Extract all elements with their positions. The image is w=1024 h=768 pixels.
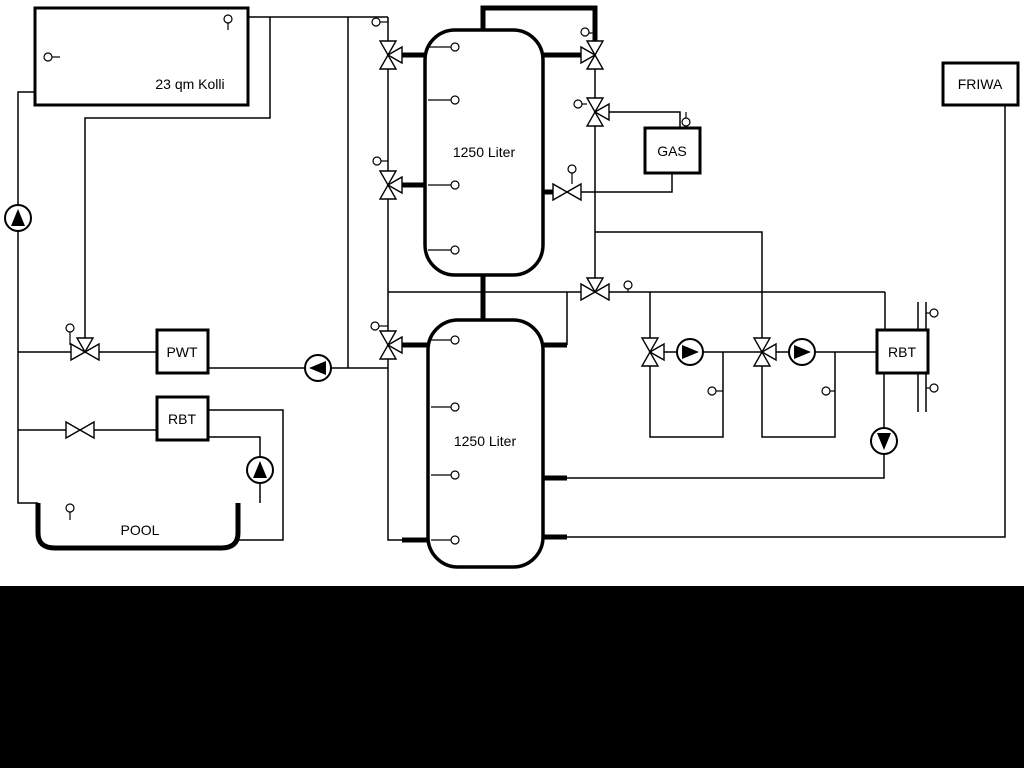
three-way-valve-icon (378, 170, 403, 200)
collector-label: 23 qm Kolli (155, 76, 224, 92)
sensor-icon (65, 323, 75, 345)
sensor-icon (428, 95, 460, 105)
valves (65, 40, 777, 440)
sensor-icon (926, 383, 939, 393)
hydraulic-schematic: 23 qm Kolli 1250 Liter 1250 Liter GAS FR… (0, 0, 1024, 586)
sensor-icon (623, 280, 633, 292)
pump-icon (304, 354, 332, 382)
gas-boiler-box: GAS (643, 126, 702, 175)
pump-icon (4, 204, 32, 232)
sensor-icon (580, 27, 595, 37)
sensor-icon (926, 308, 939, 318)
pwt-box: PWT (155, 328, 210, 375)
three-way-valve-icon (378, 330, 403, 360)
pool-shape: POOL (35, 503, 241, 551)
sensor-icon (431, 335, 460, 345)
pump-icon (676, 338, 704, 366)
sensor-icon (431, 535, 460, 545)
buffer-tank-top-label: 1250 Liter (453, 144, 516, 160)
two-way-valve-icon (65, 420, 95, 440)
sensor-icon (372, 156, 388, 166)
pwt-label: PWT (166, 344, 198, 360)
sensors (43, 14, 939, 545)
sensor-icon (567, 164, 577, 184)
sensor-icon (370, 321, 388, 331)
three-way-valve-icon (752, 337, 777, 367)
pipes-thick (402, 5, 598, 543)
rbt-pool-box: RBT (155, 395, 210, 442)
three-way-valve-icon (640, 337, 665, 367)
schematic-canvas: 23 qm Kolli 1250 Liter 1250 Liter GAS FR… (4, 5, 1020, 569)
sensor-icon (43, 52, 60, 62)
collector-box: 23 qm Kolli (33, 6, 250, 107)
buffer-tank-bottom: 1250 Liter (426, 318, 545, 569)
three-way-valve-icon (378, 40, 403, 70)
pool-label: POOL (121, 522, 160, 538)
sensor-icon (428, 245, 460, 255)
sensor-icon (431, 470, 460, 480)
buffer-tank-top: 1250 Liter (423, 28, 545, 277)
three-way-valve-icon (580, 40, 605, 70)
sensor-icon (371, 17, 388, 27)
three-way-valve-icon (70, 337, 100, 362)
rbt-right-label: RBT (888, 344, 916, 360)
letterbox-bottom (0, 586, 1024, 768)
buffer-tank-bottom-label: 1250 Liter (454, 433, 517, 449)
friwa-box: FRIWA (941, 61, 1020, 107)
sensor-icon (223, 14, 233, 30)
sensor-icon (65, 503, 75, 520)
sensor-icon (821, 386, 835, 396)
gas-boiler-label: GAS (657, 143, 687, 159)
sensor-icon (428, 42, 460, 52)
friwa-label: FRIWA (958, 76, 1003, 92)
sensor-icon (431, 402, 460, 412)
sensor-icon (681, 112, 691, 127)
sensor-icon (428, 180, 460, 190)
rbt-pool-label: RBT (168, 411, 196, 427)
rbt-right-box: RBT (875, 328, 930, 375)
three-way-valve-icon (585, 97, 610, 127)
two-way-valve-icon (552, 182, 582, 202)
pump-icon (788, 338, 816, 366)
three-way-valve-icon (580, 277, 610, 302)
pump-icon (870, 427, 898, 455)
sensor-icon (573, 99, 587, 109)
pumps (4, 204, 898, 484)
pump-icon (246, 456, 274, 484)
sensor-icon (707, 386, 723, 396)
